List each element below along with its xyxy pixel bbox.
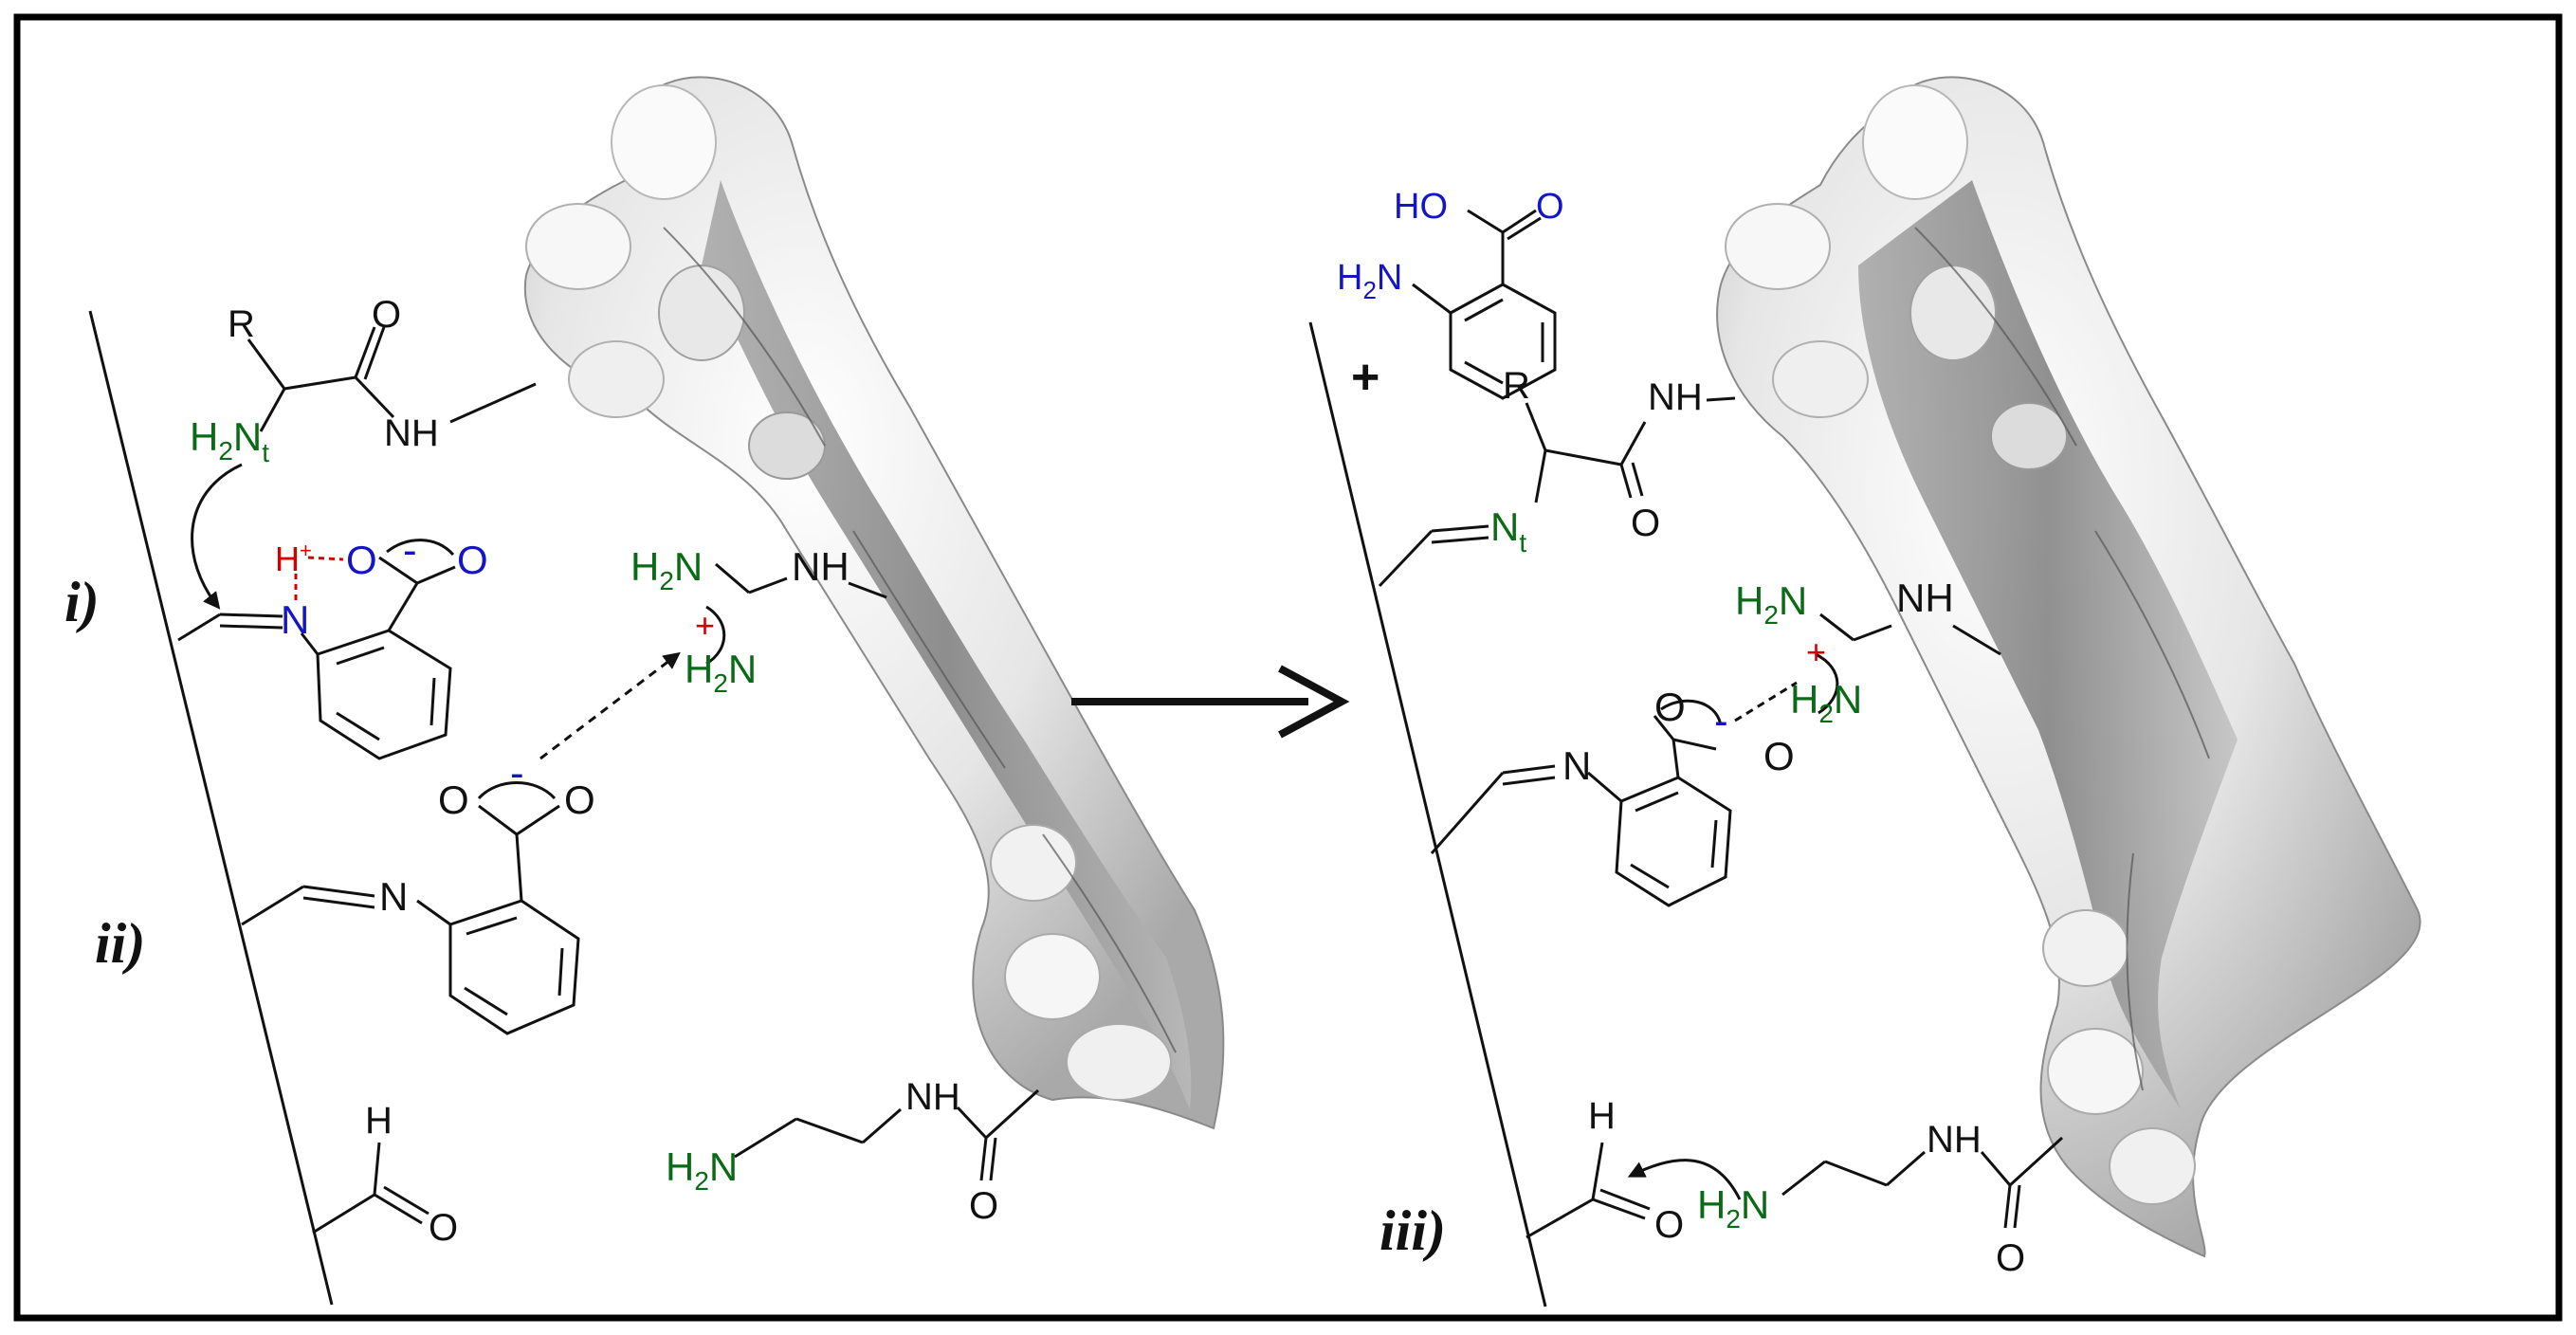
left-arg-H2N-bot: H2N bbox=[685, 647, 757, 698]
left-electrostatic-arrow bbox=[539, 651, 681, 760]
left-arg-NH: NH bbox=[792, 544, 850, 589]
left-O2-label: O bbox=[457, 538, 488, 582]
right-R-label: R bbox=[1503, 365, 1530, 407]
right-carb-O1: O bbox=[1654, 685, 1686, 729]
left-imine-2 bbox=[241, 781, 580, 1035]
left-lysine-residue bbox=[247, 326, 537, 432]
left-O-carb-2: O bbox=[564, 777, 595, 822]
left-amine-O: O bbox=[969, 1185, 998, 1227]
step-iii-label: iii) bbox=[1379, 1199, 1446, 1262]
right-amine-NH: NH bbox=[1927, 1119, 1982, 1161]
right-product-anthranilic-acid bbox=[1412, 209, 1557, 400]
left-minus-1: - bbox=[403, 527, 417, 574]
right-ald-O: O bbox=[1654, 1204, 1684, 1246]
left-R-label: R bbox=[228, 303, 255, 345]
right-product-O: O bbox=[1536, 187, 1564, 227]
right-arg-plus: + bbox=[1806, 632, 1826, 671]
right-carb-minus: - bbox=[1714, 698, 1728, 744]
step-ii-label: ii) bbox=[95, 912, 145, 975]
left-arg-plus: + bbox=[695, 606, 715, 645]
left-imine-1 bbox=[177, 539, 456, 760]
right-NH-label: NH bbox=[1648, 376, 1703, 418]
left-N-imine1: N bbox=[281, 597, 309, 642]
left-O-label: O bbox=[372, 294, 401, 336]
right-aldehyde bbox=[1526, 1142, 1651, 1239]
left-attack-arrow bbox=[191, 463, 243, 610]
left-aldehyde bbox=[312, 1142, 429, 1234]
right-arg-H2N-top: H2N bbox=[1735, 578, 1807, 630]
left-surface-line bbox=[88, 310, 334, 1306]
right-product-HO: HO bbox=[1394, 187, 1448, 227]
left-amine-H2N: H2N bbox=[666, 1144, 738, 1196]
frame-border bbox=[13, 13, 2563, 1322]
right-O-label: O bbox=[1631, 503, 1660, 544]
left-NH-label: NH bbox=[384, 412, 439, 454]
right-arg-NH: NH bbox=[1896, 576, 1954, 620]
left-Ominus-label: O bbox=[346, 538, 377, 582]
left-ald-O: O bbox=[429, 1207, 458, 1249]
step-i-label: i) bbox=[64, 571, 100, 633]
right-surface-line bbox=[1308, 321, 1547, 1308]
right-product-H2N: H2N bbox=[1337, 258, 1402, 304]
right-carb-O2: O bbox=[1763, 734, 1795, 778]
right-protein-surface bbox=[1716, 76, 2421, 1258]
right-Nt-label: Nt bbox=[1490, 504, 1526, 558]
right-arg-H2N-bot: H2N bbox=[1790, 677, 1862, 728]
left-minus-2: - bbox=[510, 750, 524, 796]
right-amine-linker bbox=[1781, 1136, 2064, 1229]
right-plus-sign: + bbox=[1351, 350, 1379, 405]
right-panel: HO O H2N + R NH O Nt H2N NH + bbox=[1308, 76, 2421, 1308]
left-amine-NH: NH bbox=[905, 1076, 960, 1118]
left-panel: R O NH H2Nt i) H+ O - bbox=[64, 76, 1225, 1306]
left-amine-linker bbox=[734, 1088, 1040, 1181]
right-N-imine: N bbox=[1562, 743, 1591, 788]
right-amine-O: O bbox=[1996, 1237, 2025, 1279]
left-hbond-dash bbox=[307, 556, 344, 561]
left-arginine bbox=[705, 562, 887, 666]
left-arg-H2N-top: H2N bbox=[630, 544, 703, 595]
right-salt-bridge bbox=[1734, 681, 1798, 722]
right-lysine-residue bbox=[1378, 396, 1736, 588]
right-imine bbox=[1430, 699, 1732, 907]
right-arginine bbox=[1815, 613, 2001, 715]
left-O-carb-1: O bbox=[438, 777, 469, 822]
left-Hplus-label: H+ bbox=[275, 539, 312, 578]
left-N-imine2: N bbox=[379, 874, 408, 919]
left-H2Nt-label: H2Nt bbox=[190, 414, 269, 467]
left-protein-surface bbox=[523, 76, 1225, 1130]
reaction-arrow bbox=[1071, 665, 1350, 739]
right-amine-H2N: H2N bbox=[1697, 1182, 1769, 1234]
right-attack-arrow bbox=[1627, 1159, 1742, 1200]
right-ald-H: H bbox=[1588, 1095, 1616, 1137]
left-ald-H: H bbox=[365, 1100, 393, 1142]
